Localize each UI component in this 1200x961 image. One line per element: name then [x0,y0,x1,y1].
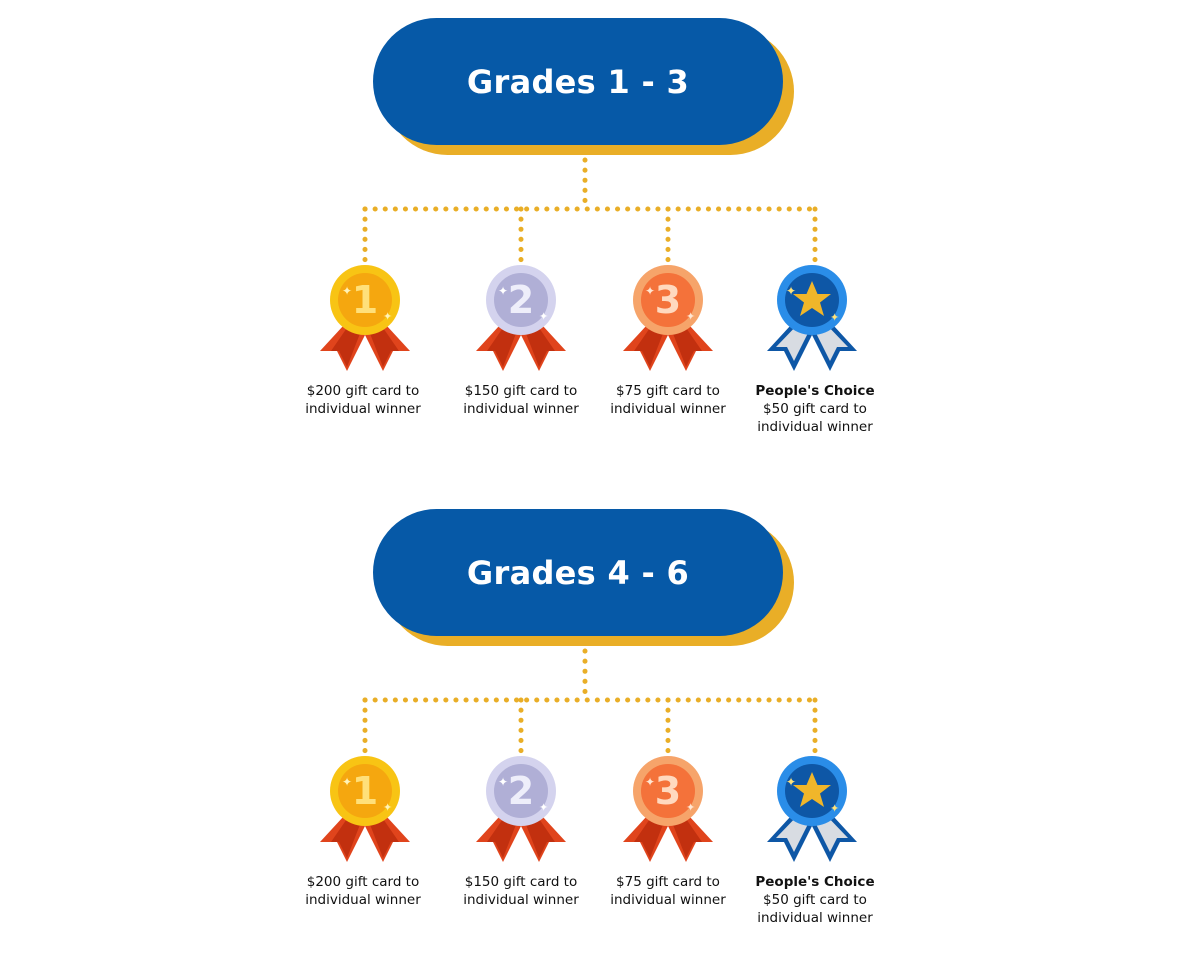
connector-lines [362,157,818,265]
sparkle-icon: ✦ [383,801,392,814]
award-caption: $75 gift card to individual winner [610,383,726,417]
gold-medal-icon: 1 ✦ ✦ [320,265,410,371]
award-caption: $200 gift card to individual winner [305,874,421,908]
award-caption: $150 gift card to individual winner [463,383,579,417]
sparkle-icon: ✦ [786,284,796,298]
medal-numeral: 3 [655,278,681,322]
award-caption: $200 gift card to individual winner [305,383,421,417]
sparkle-icon: ✦ [539,310,548,323]
sparkle-icon: ✦ [830,802,839,815]
sparkle-icon: ✦ [498,775,508,789]
award-caption: $75 gift card to individual winner [610,874,726,908]
medal-numeral: 1 [352,278,378,322]
sparkle-icon: ✦ [686,801,695,814]
sparkle-icon: ✦ [342,775,352,789]
award-caption: $150 gift card to individual winner [463,874,579,908]
sparkle-icon: ✦ [539,801,548,814]
award-caption: People's Choice $50 gift card to individ… [755,874,875,926]
silver-medal-icon: 2 ✦ ✦ [476,265,566,371]
sparkle-icon: ✦ [342,284,352,298]
section-title: Grades 4 - 6 [373,509,783,636]
star-medal-icon: ✦ ✦ [767,265,857,371]
sparkle-icon: ✦ [786,775,796,789]
sparkle-icon: ✦ [686,310,695,323]
medal-numeral: 2 [508,769,534,813]
medal-numeral: 2 [508,278,534,322]
section-title: Grades 1 - 3 [373,18,783,145]
award-caption: People's Choice $50 gift card to individ… [755,383,875,435]
sparkle-icon: ✦ [645,775,655,789]
sparkle-icon: ✦ [498,284,508,298]
section-grades-4-6: Grades 4 - 6 1 ✦ ✦ $200 gift card to ind… [0,491,1200,961]
bronze-medal-icon: 3 ✦ ✦ [623,756,713,862]
sparkle-icon: ✦ [645,284,655,298]
silver-medal-icon: 2 ✦ ✦ [476,756,566,862]
section-grades-1-3: Grades 1 - 3 1 ✦ ✦ $200 gift card to ind… [0,0,1200,470]
bronze-medal-icon: 3 ✦ ✦ [623,265,713,371]
medal-numeral: 3 [655,769,681,813]
medal-numeral: 1 [352,769,378,813]
gold-medal-icon: 1 ✦ ✦ [320,756,410,862]
sparkle-icon: ✦ [830,311,839,324]
connector-lines [362,648,818,756]
star-medal-icon: ✦ ✦ [767,756,857,862]
sparkle-icon: ✦ [383,310,392,323]
